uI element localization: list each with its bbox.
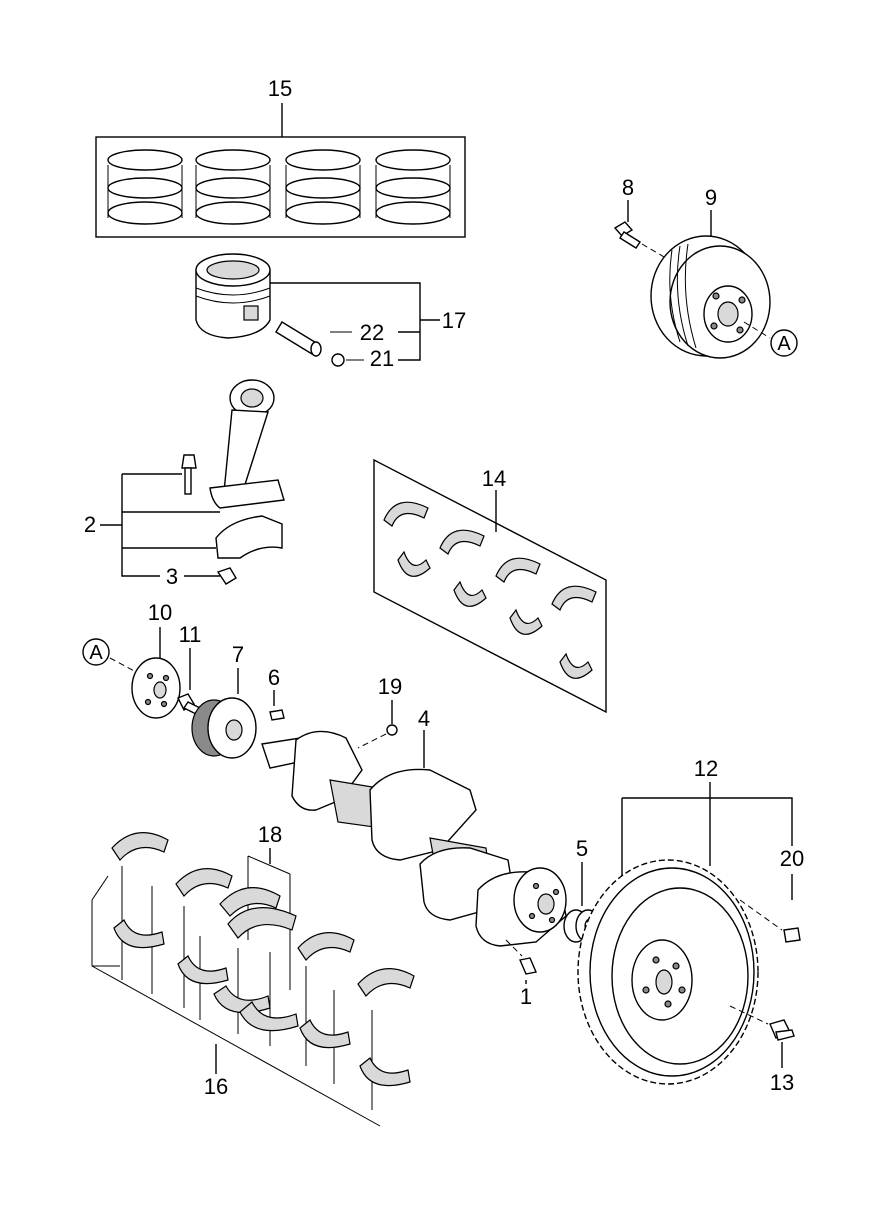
ring-set-3[interactable] bbox=[285, 149, 361, 225]
callout-4: 4 bbox=[418, 706, 430, 731]
main-bearing-shell-lower-2[interactable] bbox=[453, 580, 487, 607]
thrust-bearing-upper[interactable] bbox=[227, 907, 297, 939]
callout-21: 21 bbox=[370, 346, 394, 371]
callout-13: 13 bbox=[770, 1070, 794, 1095]
ref-marker-a-left: A bbox=[82, 638, 110, 666]
crankshaft-plug[interactable] bbox=[386, 724, 398, 736]
callout-12: 12 bbox=[694, 756, 718, 781]
ring-set-2[interactable] bbox=[195, 149, 271, 225]
flywheel-dowel-pin[interactable] bbox=[783, 927, 801, 943]
crankshaft-flange[interactable] bbox=[131, 657, 181, 719]
dowel-pin-crank[interactable] bbox=[519, 957, 537, 975]
ring-set-1[interactable] bbox=[107, 149, 183, 225]
pulley-bolt[interactable] bbox=[613, 221, 641, 249]
crank-bearing-shell-1[interactable] bbox=[111, 832, 169, 861]
crank-bearing-shell-3[interactable] bbox=[175, 868, 233, 897]
crank-bearing-shell-5[interactable] bbox=[219, 887, 281, 917]
callout-2: 2 bbox=[84, 512, 96, 537]
connecting-rod-group bbox=[100, 379, 285, 585]
callout-3: 3 bbox=[166, 564, 178, 589]
callout-20: 20 bbox=[780, 846, 804, 871]
crank-bearing-shell-7[interactable] bbox=[297, 932, 355, 961]
callout-14: 14 bbox=[482, 466, 506, 491]
woodruff-key[interactable] bbox=[269, 709, 285, 721]
thrust-bearing-lower[interactable] bbox=[239, 1001, 299, 1032]
callout-7: 7 bbox=[232, 642, 244, 667]
callout-10: 10 bbox=[148, 600, 172, 625]
callout-15: 15 bbox=[268, 76, 292, 101]
svg-text:A: A bbox=[89, 642, 103, 664]
main-bearing-shell-upper-3[interactable] bbox=[495, 557, 541, 583]
rod-cap[interactable] bbox=[215, 515, 283, 559]
main-bearing-shell-upper-4[interactable] bbox=[551, 585, 597, 611]
rod-nut[interactable] bbox=[216, 567, 237, 585]
damper-pulley-group bbox=[613, 200, 771, 359]
snap-ring-clip[interactable] bbox=[331, 353, 345, 367]
main-bearing-shell-lower-3[interactable] bbox=[509, 608, 543, 635]
callout-19: 19 bbox=[378, 674, 402, 699]
crankshaft[interactable] bbox=[261, 730, 567, 947]
crank-bearing-shell-4[interactable] bbox=[177, 955, 229, 985]
piston[interactable] bbox=[195, 253, 271, 339]
svg-text:A: A bbox=[777, 333, 791, 355]
ring-set-4[interactable] bbox=[375, 149, 451, 225]
main-bearing-set-group bbox=[373, 458, 607, 714]
crank-bearing-shell-6[interactable] bbox=[213, 985, 271, 1014]
crank-bearing-shell-8[interactable] bbox=[299, 1019, 351, 1049]
crank-bearing-shell-9[interactable] bbox=[357, 968, 415, 997]
callout-18: 18 bbox=[258, 822, 282, 847]
callout-16: 16 bbox=[204, 1074, 228, 1099]
piston-group bbox=[195, 253, 440, 367]
main-bearing-shell-lower-4[interactable] bbox=[559, 652, 593, 679]
crank-bearing-shell-10[interactable] bbox=[359, 1057, 411, 1087]
callout-9: 9 bbox=[705, 185, 717, 210]
flywheel-group bbox=[577, 782, 801, 1085]
connecting-rod[interactable] bbox=[209, 379, 285, 509]
rod-bolt[interactable] bbox=[181, 454, 197, 495]
flywheel-bolt[interactable] bbox=[769, 1019, 795, 1041]
piston-pin[interactable] bbox=[275, 321, 322, 357]
callout-22: 22 bbox=[360, 320, 384, 345]
callout-17: 17 bbox=[442, 308, 466, 333]
callout-5: 5 bbox=[576, 836, 588, 861]
piston-ring-set-group bbox=[95, 103, 466, 238]
flywheel[interactable] bbox=[577, 859, 759, 1085]
callout-8: 8 bbox=[622, 175, 634, 200]
timing-sprocket[interactable] bbox=[191, 697, 257, 759]
main-bearing-shell-lower-1[interactable] bbox=[397, 550, 431, 577]
main-bearing-shell-upper-2[interactable] bbox=[439, 529, 485, 555]
crank-bearing-shell-2[interactable] bbox=[113, 919, 165, 949]
callout-1: 1 bbox=[520, 984, 532, 1009]
callout-6: 6 bbox=[268, 665, 280, 690]
crank-bearing-set-group bbox=[91, 832, 415, 1127]
main-bearing-shell-upper-1[interactable] bbox=[383, 501, 429, 527]
damper-pulley[interactable] bbox=[650, 235, 771, 359]
callout-11: 11 bbox=[179, 622, 202, 647]
callout-labels: 15 8 9 17 22 21 14 2 3 10 11 7 6 19 4 12… bbox=[84, 76, 804, 1099]
ref-marker-a-top: A bbox=[770, 329, 798, 357]
